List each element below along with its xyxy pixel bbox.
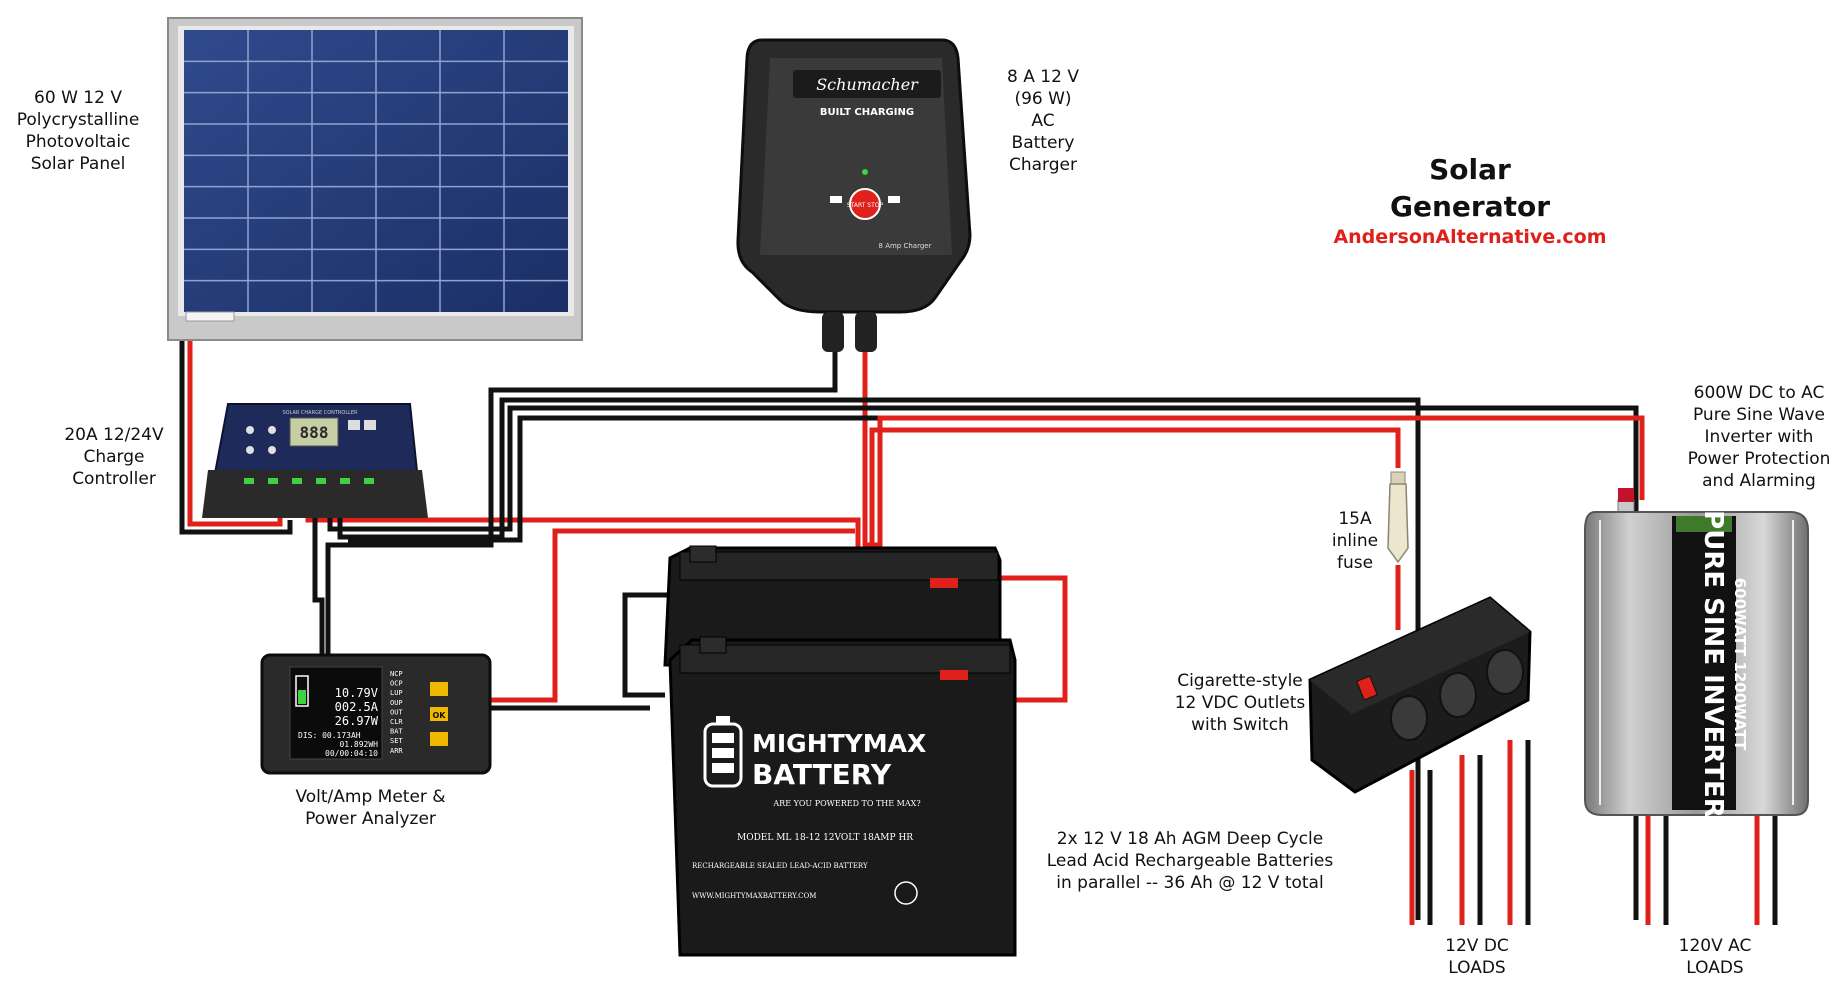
- battery-site: WWW.MIGHTYMAXBATTERY.COM: [692, 892, 816, 900]
- battery-icon: MIGHTYMAX BATTERY ARE YOU POWERED TO THE…: [663, 545, 1017, 957]
- ac-loads-label: 120V AC LOADS: [1678, 936, 1752, 978]
- battery-charger-icon: Schumacher BUILT CHARGING START STOP 8 A…: [736, 38, 972, 352]
- charger-model: BUILT CHARGING: [820, 107, 914, 118]
- wire-harness-2: [327, 405, 1639, 920]
- wire-charger-neg: [325, 345, 838, 655]
- meter-energy: 01.892WH: [339, 740, 378, 749]
- controller-brand: SOLAR CHARGE CONTROLLER: [282, 410, 358, 416]
- outlets-label: Cigarette-style 12 VDC Outlets with Swit…: [1174, 671, 1306, 735]
- power-meter-icon: 10.79V 002.5A 26.97W DIS: 00.173AH 01.89…: [260, 653, 492, 775]
- meter-menu-item: CLR: [390, 718, 403, 726]
- dc-loads-label: 12V DC LOADS: [1445, 936, 1509, 978]
- wire-jumper-pos: [1000, 575, 1068, 703]
- battery-model: MODEL ML 18-12 12VOLT 18AMP HR: [737, 833, 913, 843]
- meter-menu-item: OUP: [390, 699, 403, 707]
- title-line-1: Solar: [1429, 153, 1511, 186]
- wire-controller-pos: [305, 517, 861, 570]
- inverter-label: 600W DC to AC Pure Sine Wave Inverter wi…: [1687, 383, 1831, 491]
- meter-menu-item: SET: [390, 737, 403, 745]
- controller-terminal-led: [244, 478, 254, 484]
- controller-terminal-led: [292, 478, 302, 484]
- meter-time: 00/00:04:10: [325, 749, 378, 758]
- batteries-label: 2x 12 V 18 Ah AGM Deep Cycle Lead Acid R…: [1046, 829, 1334, 893]
- solar-panel-icon: [167, 17, 583, 341]
- wire-meter-pos: [490, 528, 855, 703]
- website-label: AndersonAlternative.com: [1333, 226, 1607, 248]
- meter-menu-item: BAT: [390, 728, 403, 736]
- battery-warning: RECHARGEABLE SEALED LEAD-ACID BATTERY: [692, 862, 868, 870]
- charger-brand: Schumacher: [816, 75, 919, 94]
- wire-panel-pos: [187, 338, 283, 527]
- meter-label: Volt/Amp Meter & Power Analyzer: [295, 787, 446, 829]
- meter-discharge: DIS: 00.173AH: [298, 731, 361, 740]
- battery-tagline: ARE YOU POWERED TO THE MAX?: [772, 799, 920, 808]
- meter-power: 26.97W: [335, 714, 379, 728]
- charge-controller-label: 20A 12/24V Charge Controller: [64, 425, 164, 489]
- inline-fuse-icon: [1387, 471, 1409, 564]
- wire-harness-3: [312, 518, 325, 655]
- dc-outlet-box-icon: [1308, 596, 1532, 794]
- meter-menu-item: NCP: [390, 670, 403, 678]
- charger-button-label: START STOP: [847, 202, 884, 209]
- title-line-2: Generator: [1389, 190, 1551, 223]
- wire-bus-pos-fuse: [869, 427, 1401, 545]
- inverter-watts: 600WATT 1200WATT: [1731, 578, 1749, 751]
- wire-panel-neg: [179, 338, 293, 535]
- meter-menu-item: OUT: [390, 708, 403, 716]
- charger-label: 8 A 12 V (96 W) AC Battery Charger: [1007, 67, 1079, 175]
- meter-current: 002.5A: [335, 700, 379, 714]
- controller-terminal-led: [340, 478, 350, 484]
- inverter-name: PURE SINE INVERTER: [1698, 510, 1728, 818]
- charger-amp-label: 8 Amp Charger: [879, 242, 932, 250]
- inverter-icon: PURE SINE INVERTER 600WATT 1200WATT: [1584, 488, 1809, 818]
- meter-ok: OK: [433, 711, 447, 720]
- controller-terminal-led: [364, 478, 374, 484]
- meter-voltage: 10.79V: [335, 686, 378, 700]
- controller-display: 888: [300, 423, 329, 442]
- battery-brand-2: BATTERY: [752, 758, 892, 791]
- meter-menu-item: ARR: [390, 747, 403, 755]
- controller-terminal-led: [316, 478, 326, 484]
- wires: [179, 338, 1778, 925]
- battery-brand-1: MIGHTYMAX: [752, 729, 926, 758]
- wire-harness-1: [337, 397, 1421, 920]
- controller-terminal-led: [268, 478, 278, 484]
- meter-menu-item: OCP: [390, 680, 403, 688]
- fuse-label: 15A inline fuse: [1331, 509, 1379, 573]
- wire-jumper-neg: [622, 592, 680, 698]
- solar-panel-label: 60 W 12 V Polycrystalline Photovoltaic S…: [16, 88, 140, 174]
- wire-bus-pos-inverter: [877, 415, 1645, 545]
- meter-menu-item: LUP: [390, 689, 403, 697]
- charge-controller-icon: SOLAR CHARGE CONTROLLER 888: [202, 403, 428, 518]
